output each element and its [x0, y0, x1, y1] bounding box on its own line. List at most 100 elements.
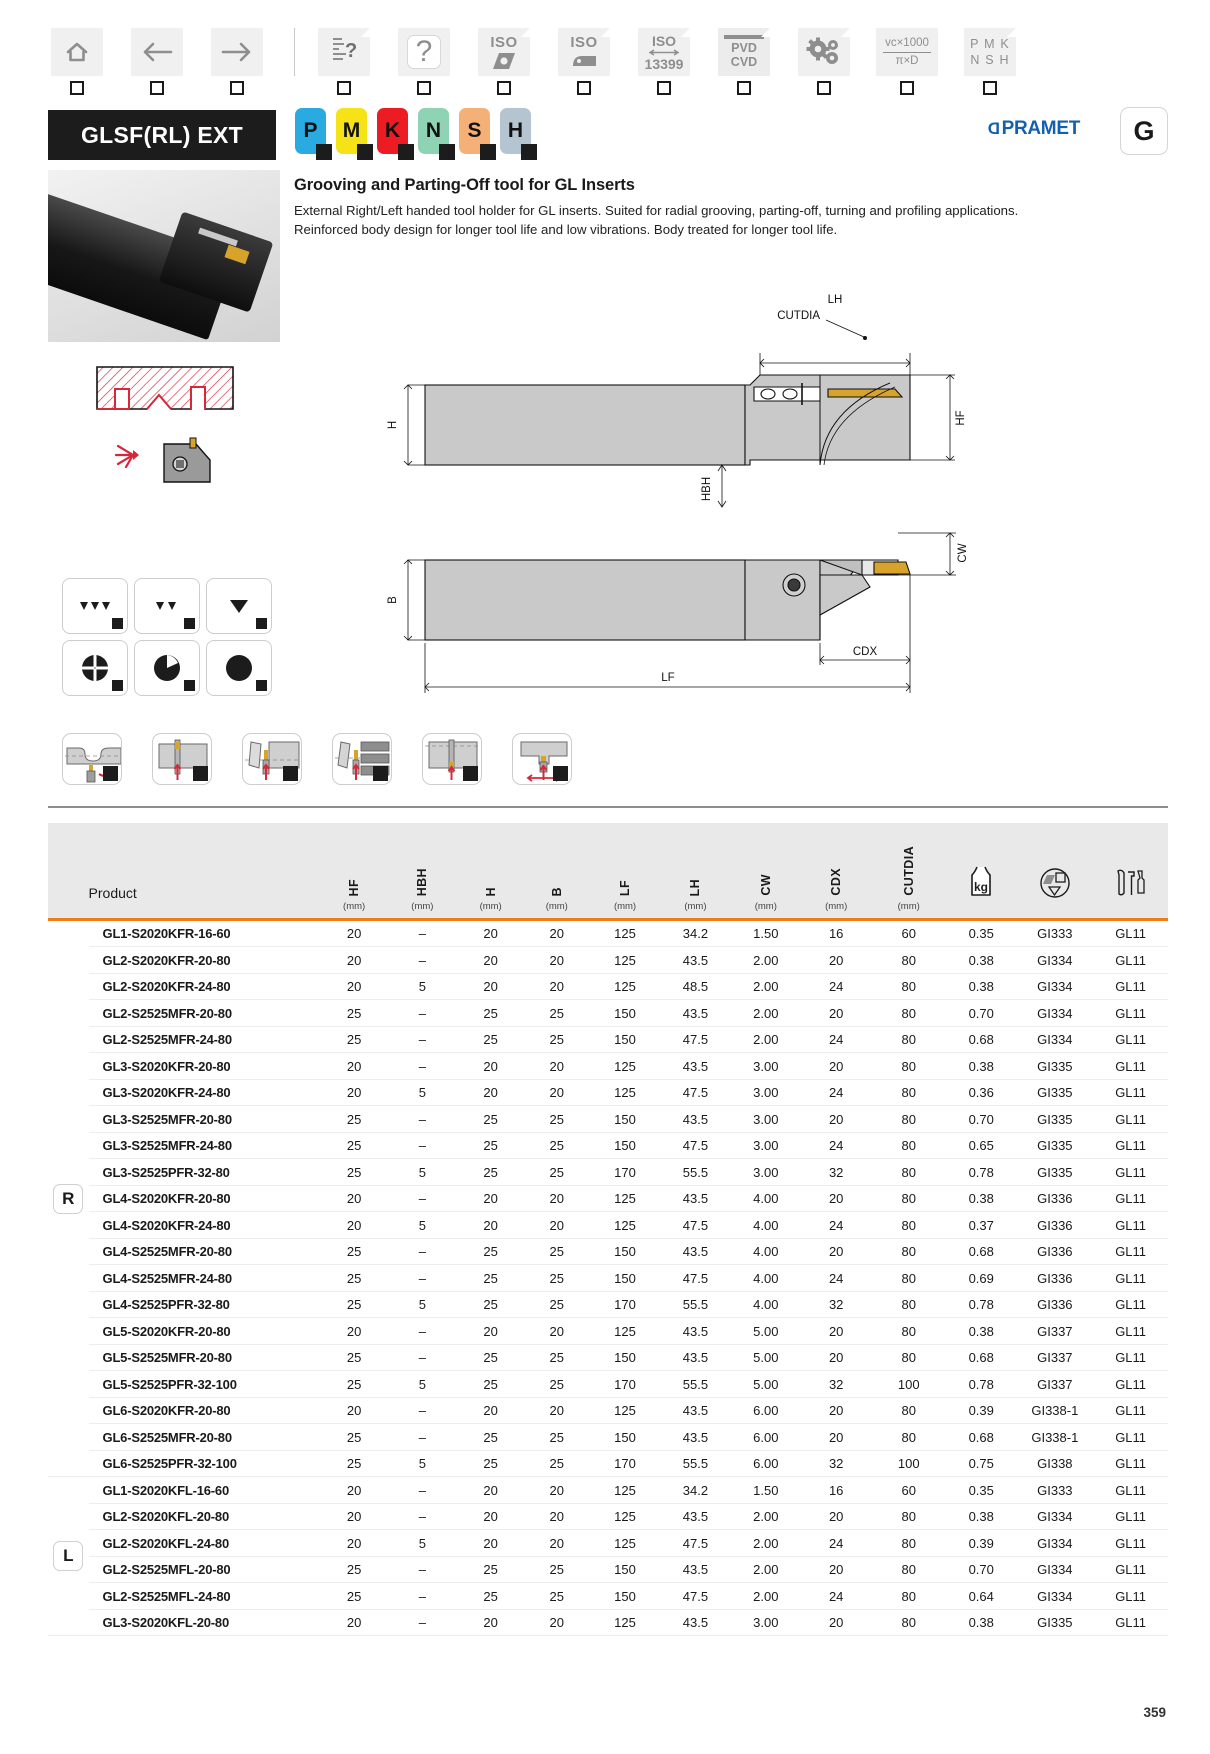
product-code[interactable]: GL6-S2020KFR-20-80 [88, 1397, 322, 1424]
iso-13399-button[interactable]: ISO 13399 [635, 28, 693, 95]
product-code[interactable]: GL2-S2525MFL-24-80 [88, 1582, 322, 1610]
product-code[interactable]: GL4-S2525MFR-20-80 [88, 1238, 322, 1265]
material-groups-checkbox[interactable] [983, 81, 997, 95]
material-groups-button[interactable]: P M K N S H [961, 28, 1019, 95]
light-interrupted-cut-icon[interactable] [134, 640, 200, 696]
settings-button[interactable] [795, 28, 853, 95]
material-chip-n[interactable]: N [418, 108, 455, 160]
material-chip-k[interactable]: K [377, 108, 414, 160]
finishing-icon[interactable] [62, 578, 128, 634]
product-code[interactable]: GL5-S2525MFR-20-80 [88, 1344, 322, 1371]
document-help-checkbox[interactable] [337, 81, 351, 95]
iso-holder-checkbox[interactable] [577, 81, 591, 95]
home-icon [51, 28, 103, 76]
iso-holder-button[interactable]: ISO [555, 28, 613, 95]
product-code[interactable]: GL2-S2525MFL-20-80 [88, 1556, 322, 1583]
product-code[interactable]: GL3-S2020KFL-20-80 [88, 1609, 322, 1636]
product-code[interactable]: GL3-S2525PFR-32-80 [88, 1158, 322, 1186]
cdx-column-header: CDX [801, 823, 872, 901]
settings-checkbox[interactable] [817, 81, 831, 95]
material-chip-h[interactable]: H [500, 108, 537, 160]
product-code[interactable]: GL1-S2020KFR-16-60 [88, 920, 322, 947]
product-code[interactable]: GL6-S2525MFR-20-80 [88, 1423, 322, 1451]
profiling-application-icon[interactable] [62, 733, 122, 785]
roughing-icon[interactable] [206, 578, 272, 634]
product-code[interactable]: GL5-S2525PFR-32-100 [88, 1370, 322, 1398]
product-code[interactable]: GL4-S2525MFR-24-80 [88, 1264, 322, 1292]
pvd-cvd-checkbox[interactable] [737, 81, 751, 95]
material-chip-m[interactable]: M [336, 108, 373, 160]
face-grooving-application-icon[interactable] [242, 733, 302, 785]
forward-checkbox[interactable] [230, 81, 244, 95]
product-code[interactable]: GL3-S2525MFR-20-80 [88, 1105, 322, 1133]
forward-button[interactable] [208, 28, 266, 95]
pvd-cvd-button[interactable]: PVD CVD [715, 28, 773, 95]
home-button[interactable] [48, 28, 106, 95]
product-code[interactable]: GL4-S2525PFR-32-80 [88, 1291, 322, 1318]
product-code[interactable]: GL2-S2020KFR-20-80 [88, 946, 322, 974]
back-checkbox[interactable] [150, 81, 164, 95]
continuous-cut-icon[interactable] [206, 640, 272, 696]
product-code[interactable]: GL2-S2525MFR-24-80 [88, 1026, 322, 1053]
radial-grooving-application-icon[interactable] [332, 733, 392, 785]
product-code[interactable]: GL3-S2020KFR-24-80 [88, 1079, 322, 1106]
product-code[interactable]: GL3-S2525MFR-24-80 [88, 1132, 322, 1159]
cutting-speed-checkbox[interactable] [900, 81, 914, 95]
parting-off-application-icon[interactable] [152, 733, 212, 785]
product-code[interactable]: GL2-S2020KFR-24-80 [88, 973, 322, 1000]
product-code[interactable]: GL6-S2525PFR-32-100 [88, 1450, 322, 1477]
help-checkbox[interactable] [417, 81, 431, 95]
help-button[interactable]: ? [395, 28, 453, 95]
cell-lf: 125 [589, 1052, 661, 1080]
iso-insert-button[interactable]: ISO [475, 28, 533, 95]
lh-column-header: LH [660, 823, 731, 901]
external-grooving-application-icon[interactable] [422, 733, 482, 785]
product-code[interactable]: GL2-S2525MFR-20-80 [88, 999, 322, 1027]
product-code[interactable]: GL4-S2020KFR-24-80 [88, 1211, 322, 1239]
iso-13399-checkbox[interactable] [657, 81, 671, 95]
product-code[interactable]: GL2-S2020KFL-24-80 [88, 1529, 322, 1557]
material-chip-p[interactable]: P [295, 108, 332, 160]
cutting-speed-button[interactable]: vc×1000 π×D [875, 28, 939, 95]
iso-insert-checkbox[interactable] [497, 81, 511, 95]
product-code[interactable]: GL2-S2020KFL-20-80 [88, 1503, 322, 1530]
axial-turning-application-icon[interactable] [512, 733, 572, 785]
document-help-button[interactable]: ? [315, 28, 373, 95]
home-checkbox[interactable] [70, 81, 84, 95]
product-code[interactable]: GL4-S2020KFR-20-80 [88, 1185, 322, 1212]
product-code[interactable]: GL1-S2020KFL-16-60 [88, 1476, 322, 1504]
product-code[interactable]: GL5-S2020KFR-20-80 [88, 1317, 322, 1345]
medium-machining-icon[interactable] [134, 578, 200, 634]
back-button[interactable] [128, 28, 186, 95]
material-chip-s[interactable]: S [459, 108, 496, 160]
interrupted-cut-icon[interactable] [62, 640, 128, 696]
product-code[interactable]: GL3-S2020KFR-20-80 [88, 1052, 322, 1080]
